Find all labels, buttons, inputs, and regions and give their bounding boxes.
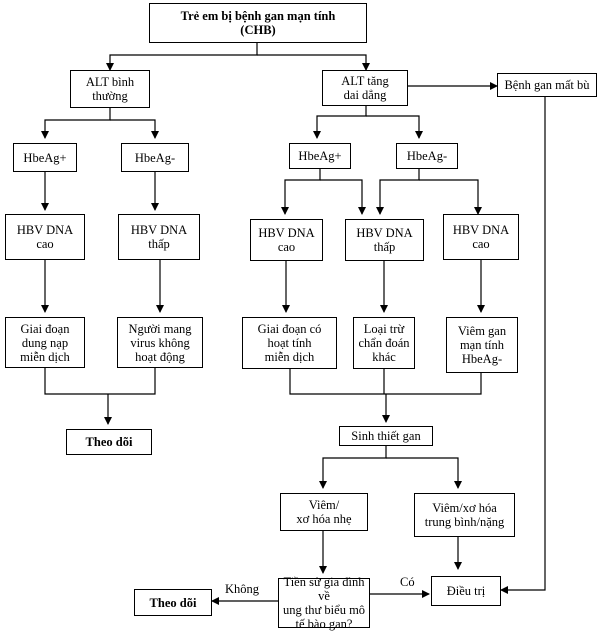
inactive-carrier-node: Người mang virus không hoạt động (117, 317, 203, 368)
follow-up-bottom-node: Theo dõi (134, 589, 212, 616)
edge-label-yes: Có (400, 575, 415, 589)
chronic-hbeag-neg-node: Viêm gan mạn tính HbeAg- (446, 317, 518, 373)
immune-tolerance-node: Giai đoạn dung nạp miễn dịch (5, 317, 85, 368)
left-dna-low-node: HBV DNA thấp (118, 214, 200, 260)
right-dna-high-node: HBV DNA cao (250, 219, 323, 261)
left-hbeag-neg-node: HbeAg- (121, 143, 189, 172)
edge-label-no: Không (225, 582, 260, 596)
alt-normal-node: ALT bình thường (70, 70, 150, 108)
immune-active-node: Giai đoạn có hoạt tính miễn dịch (242, 317, 337, 369)
root-node: Trẻ em bị bệnh gan mạn tính (CHB) (149, 3, 367, 43)
liver-biopsy-node: Sinh thiết gan (339, 426, 433, 446)
alt-high-node: ALT tăng dai dẳng (322, 70, 408, 106)
mild-fibrosis-node: Viêm/ xơ hóa nhẹ (280, 493, 368, 531)
right-dna-high2-node: HBV DNA cao (443, 214, 519, 260)
left-hbeag-pos-node: HbeAg+ (13, 143, 77, 172)
exclude-other-node: Loại trừ chẩn đoán khác (353, 317, 415, 369)
decompensated-node: Bệnh gan mất bù (497, 73, 597, 97)
right-hbeag-pos-node: HbeAg+ (289, 143, 351, 169)
treatment-node: Điều trị (431, 576, 501, 606)
right-hbeag-neg-node: HbeAg- (396, 143, 458, 169)
family-history-node: Tiền sử gia đình về ung thư biểu mô tế b… (278, 575, 370, 631)
follow-up-left-node: Theo dõi (66, 429, 152, 455)
right-dna-low-node: HBV DNA thấp (345, 219, 424, 261)
moderate-severe-fibrosis-node: Viêm/xơ hóa trung bình/nặng (414, 493, 515, 537)
left-dna-high-node: HBV DNA cao (5, 214, 85, 260)
